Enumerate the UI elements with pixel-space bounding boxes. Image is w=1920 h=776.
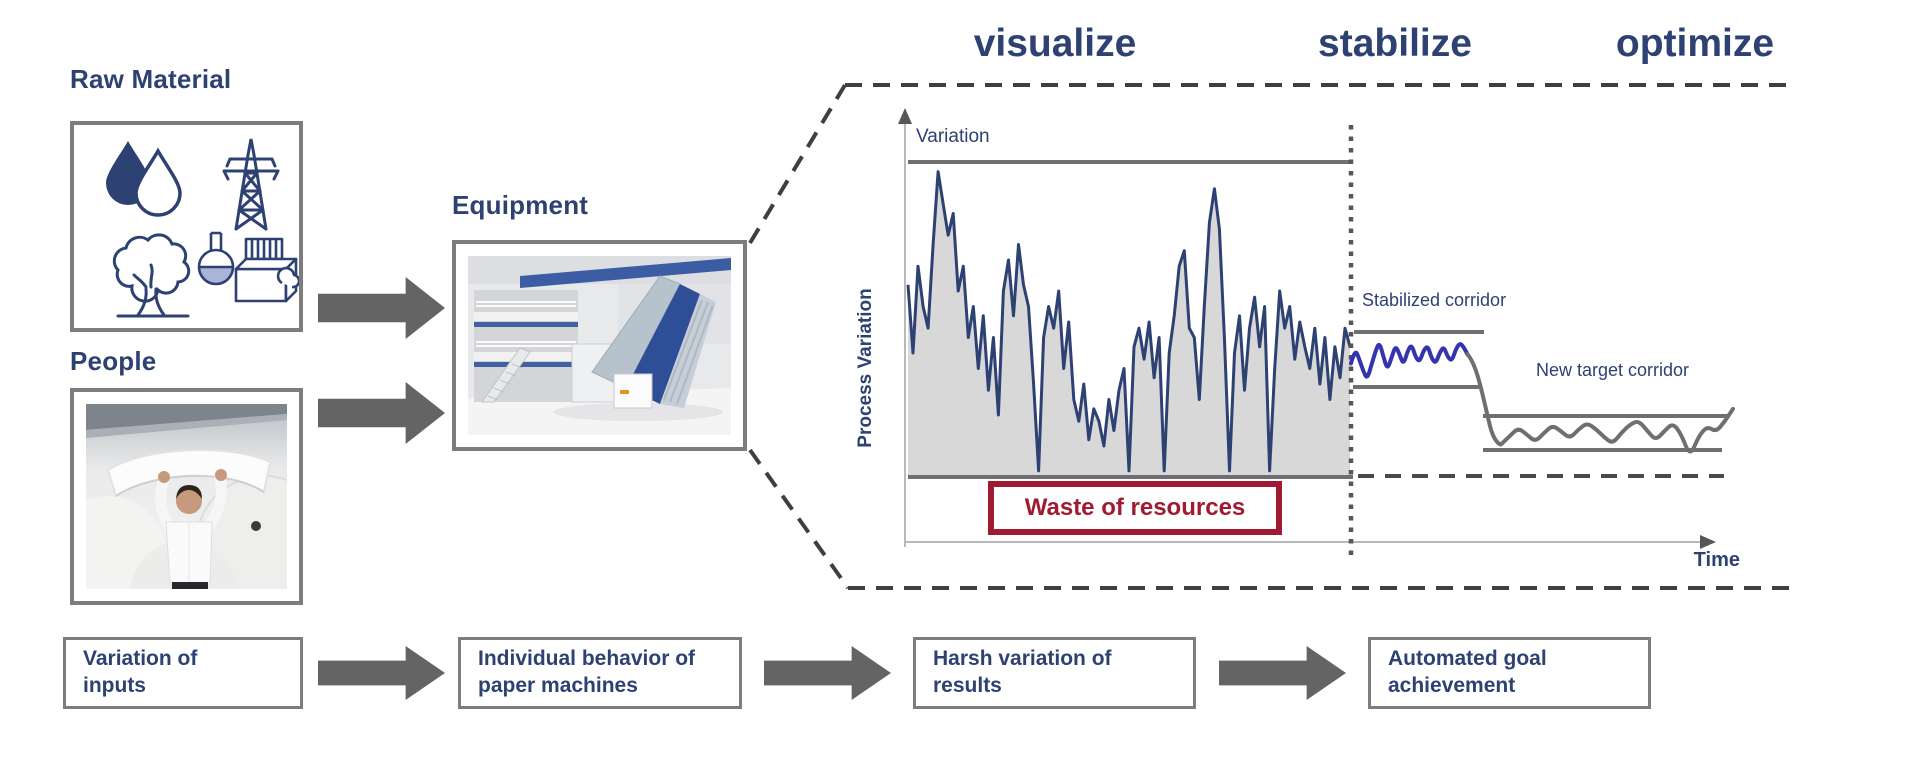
stabilized-corridor-lines: [1353, 330, 1484, 389]
flow-step-label: Automated goal achievement: [1388, 647, 1547, 697]
y-axis-label: Process Variation: [855, 288, 876, 448]
chart-axes: [898, 108, 1716, 549]
equipment-heading: Equipment: [452, 190, 589, 220]
variation-label: Variation: [916, 126, 990, 147]
stabilized-series: [1349, 342, 1470, 379]
people-heading: People: [70, 346, 157, 376]
power-pylon-icon: [222, 138, 280, 231]
transition-curve: [1464, 351, 1503, 447]
optimized-series: [1499, 406, 1735, 454]
raw-material-heading: Raw Material: [70, 64, 232, 94]
flow-step-label: Variation of inputs: [83, 647, 198, 697]
flow-step-label: Individual behavior of paper machines: [478, 647, 696, 697]
phase-title-visualize: visualize: [973, 22, 1137, 65]
phase-title-optimize: optimize: [1615, 22, 1775, 65]
chemical-plant-icon: [197, 231, 299, 303]
y-axis-arrow-icon: [898, 108, 912, 124]
flow-step-automated-goal: Automated goal achievement: [1368, 637, 1651, 709]
callout-dashed-frame: [748, 83, 1792, 590]
flow-step-individual-behavior: Individual behavior of paper machines: [458, 637, 742, 709]
waste-of-resources-box: Waste of resources: [988, 481, 1282, 535]
people-box: [70, 388, 303, 605]
new-target-corridor-lines: [1483, 414, 1729, 452]
water-drops-icon: [106, 141, 182, 217]
raw-material-icons: [106, 138, 299, 318]
people-photo: [86, 404, 287, 589]
phase-title-stabilize: stabilize: [1318, 22, 1472, 65]
equipment-box: [452, 240, 747, 451]
flow-step-harsh-variation: Harsh variation of results: [913, 637, 1196, 709]
x-axis-arrow-icon: [1700, 535, 1716, 549]
x-axis-label: Time: [1693, 549, 1740, 571]
equipment-photo: [468, 256, 731, 435]
flow-step-label: Harsh variation of results: [933, 647, 1112, 697]
new-target-corridor-label: New target corridor: [1536, 360, 1690, 380]
waste-of-resources-label: Waste of resources: [1024, 494, 1246, 521]
raw-material-box: [70, 121, 303, 332]
flow-step-variation-of-inputs: Variation of inputs: [63, 637, 303, 709]
stabilized-corridor-label: Stabilized corridor: [1362, 290, 1507, 310]
tree-icon: [112, 233, 191, 318]
process-variation-series: [906, 170, 1352, 473]
